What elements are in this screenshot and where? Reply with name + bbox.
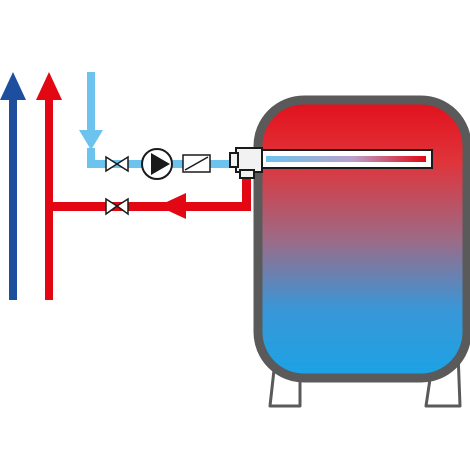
check-valve-slash [184,156,209,171]
pump-arrow [151,153,170,175]
tank-connector [229,147,263,179]
connector-bottom [239,169,255,179]
return-vertical-pipe [242,174,251,211]
valve-lower [105,197,129,216]
valve-icon [105,155,119,173]
return-line [53,174,251,219]
up-arrow-icon [36,72,62,100]
inlet-corner-pipe [87,148,95,168]
connector-body [235,147,263,173]
left-arrow-icon [158,193,186,219]
valve-icon-right [115,155,129,173]
down-arrow-icon [79,130,103,150]
valve-upper [105,155,129,173]
heating-element-core [266,156,426,162]
tank-icon [253,95,470,383]
storage-tank [253,95,470,408]
cold-riser [0,72,26,300]
connector-icon [229,152,239,168]
up-arrow-icon [0,72,26,100]
valve-icon [105,197,119,216]
pump [141,148,173,180]
inlet-vertical-pipe [87,72,95,134]
check-valve [182,154,211,173]
hot-riser-pipe [45,100,53,300]
valve-icon-right [115,197,129,216]
cold-riser-pipe [9,100,17,300]
heating-element [261,149,433,169]
return-horizontal-pipe [53,202,251,211]
hot-riser [36,72,62,300]
